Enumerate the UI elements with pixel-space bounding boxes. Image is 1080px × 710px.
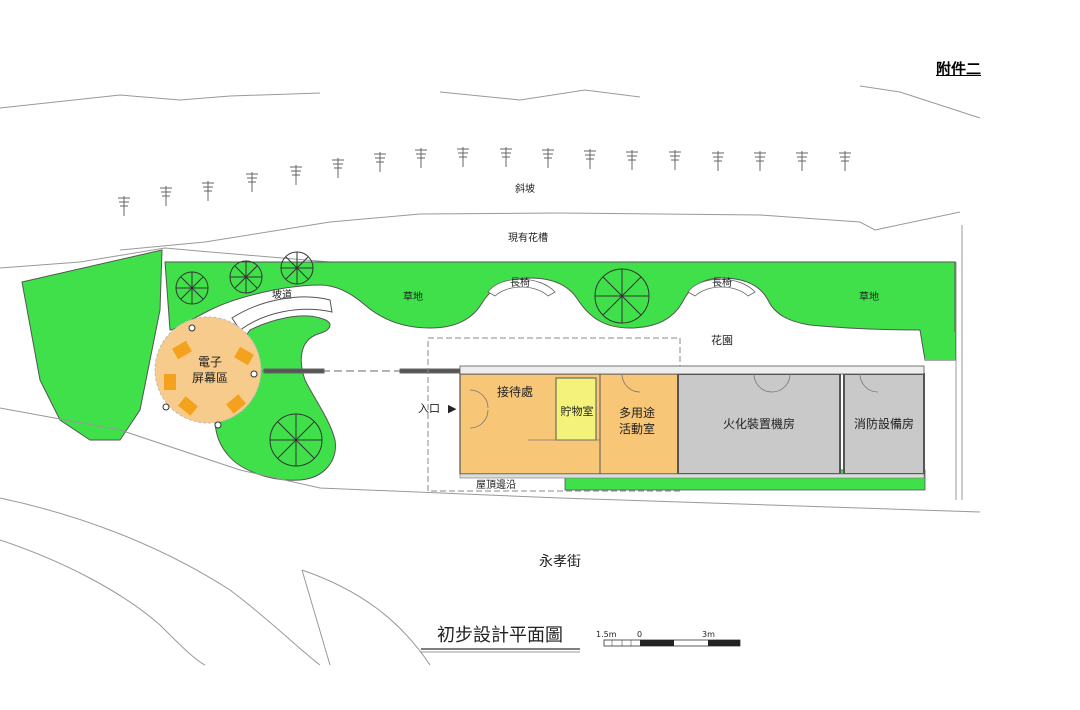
cremator-room-label: 火化裝置機房 [723, 416, 795, 431]
entrance-arrow-icon: ▶ [448, 402, 457, 415]
reception-label: 接待處 [497, 384, 533, 399]
annex-label: 附件二 [936, 60, 982, 78]
bench-2-label: 長椅 [712, 276, 732, 289]
tree-icon [280, 251, 314, 285]
roof-edge-label: 屋頂邊沿 [476, 478, 516, 491]
bench-1 [487, 278, 556, 297]
planter-label: 現有花槽 [508, 231, 548, 244]
scale-left-label: 1.5m [596, 630, 617, 639]
screen-area-label-2: 屏幕區 [192, 371, 228, 385]
entrance-label: 入口 [418, 402, 440, 415]
scale-zero-label: 0 [637, 630, 642, 639]
scale-right-label: 3m [702, 630, 715, 639]
roads [0, 407, 981, 666]
pathway [262, 368, 461, 374]
tree-icon [594, 268, 650, 324]
bench-2 [687, 278, 756, 297]
tree-icon [229, 260, 263, 294]
lawn-upper [164, 261, 956, 361]
scale-bar [603, 639, 741, 647]
bench-1-label: 長椅 [510, 276, 530, 289]
lawn-left [21, 249, 163, 441]
plan-title: 初步設計平面圖 [437, 625, 563, 646]
slope-label: 斜坡 [515, 182, 535, 195]
multi-purpose-label-1: 多用途 [619, 405, 655, 420]
fire-room-label: 消防設備房 [854, 416, 914, 431]
screen-area-label-1: 電子 [198, 355, 222, 369]
ramp-label: 坡道 [272, 288, 292, 301]
garden-label: 花園 [711, 334, 733, 347]
lawn-left-label: 草地 [403, 290, 423, 303]
ramp [231, 296, 333, 331]
building [459, 365, 925, 479]
tree-icon [269, 413, 323, 467]
multi-purpose-label-2: 活動室 [619, 421, 655, 436]
lawn-right-label: 草地 [859, 290, 879, 303]
hill-outline [0, 85, 981, 119]
slope-marks [118, 147, 851, 216]
tree-icon [175, 271, 209, 305]
storage-label: 貯物室 [561, 404, 594, 418]
screen-area [154, 316, 262, 429]
street-label: 永孝街 [539, 554, 581, 570]
